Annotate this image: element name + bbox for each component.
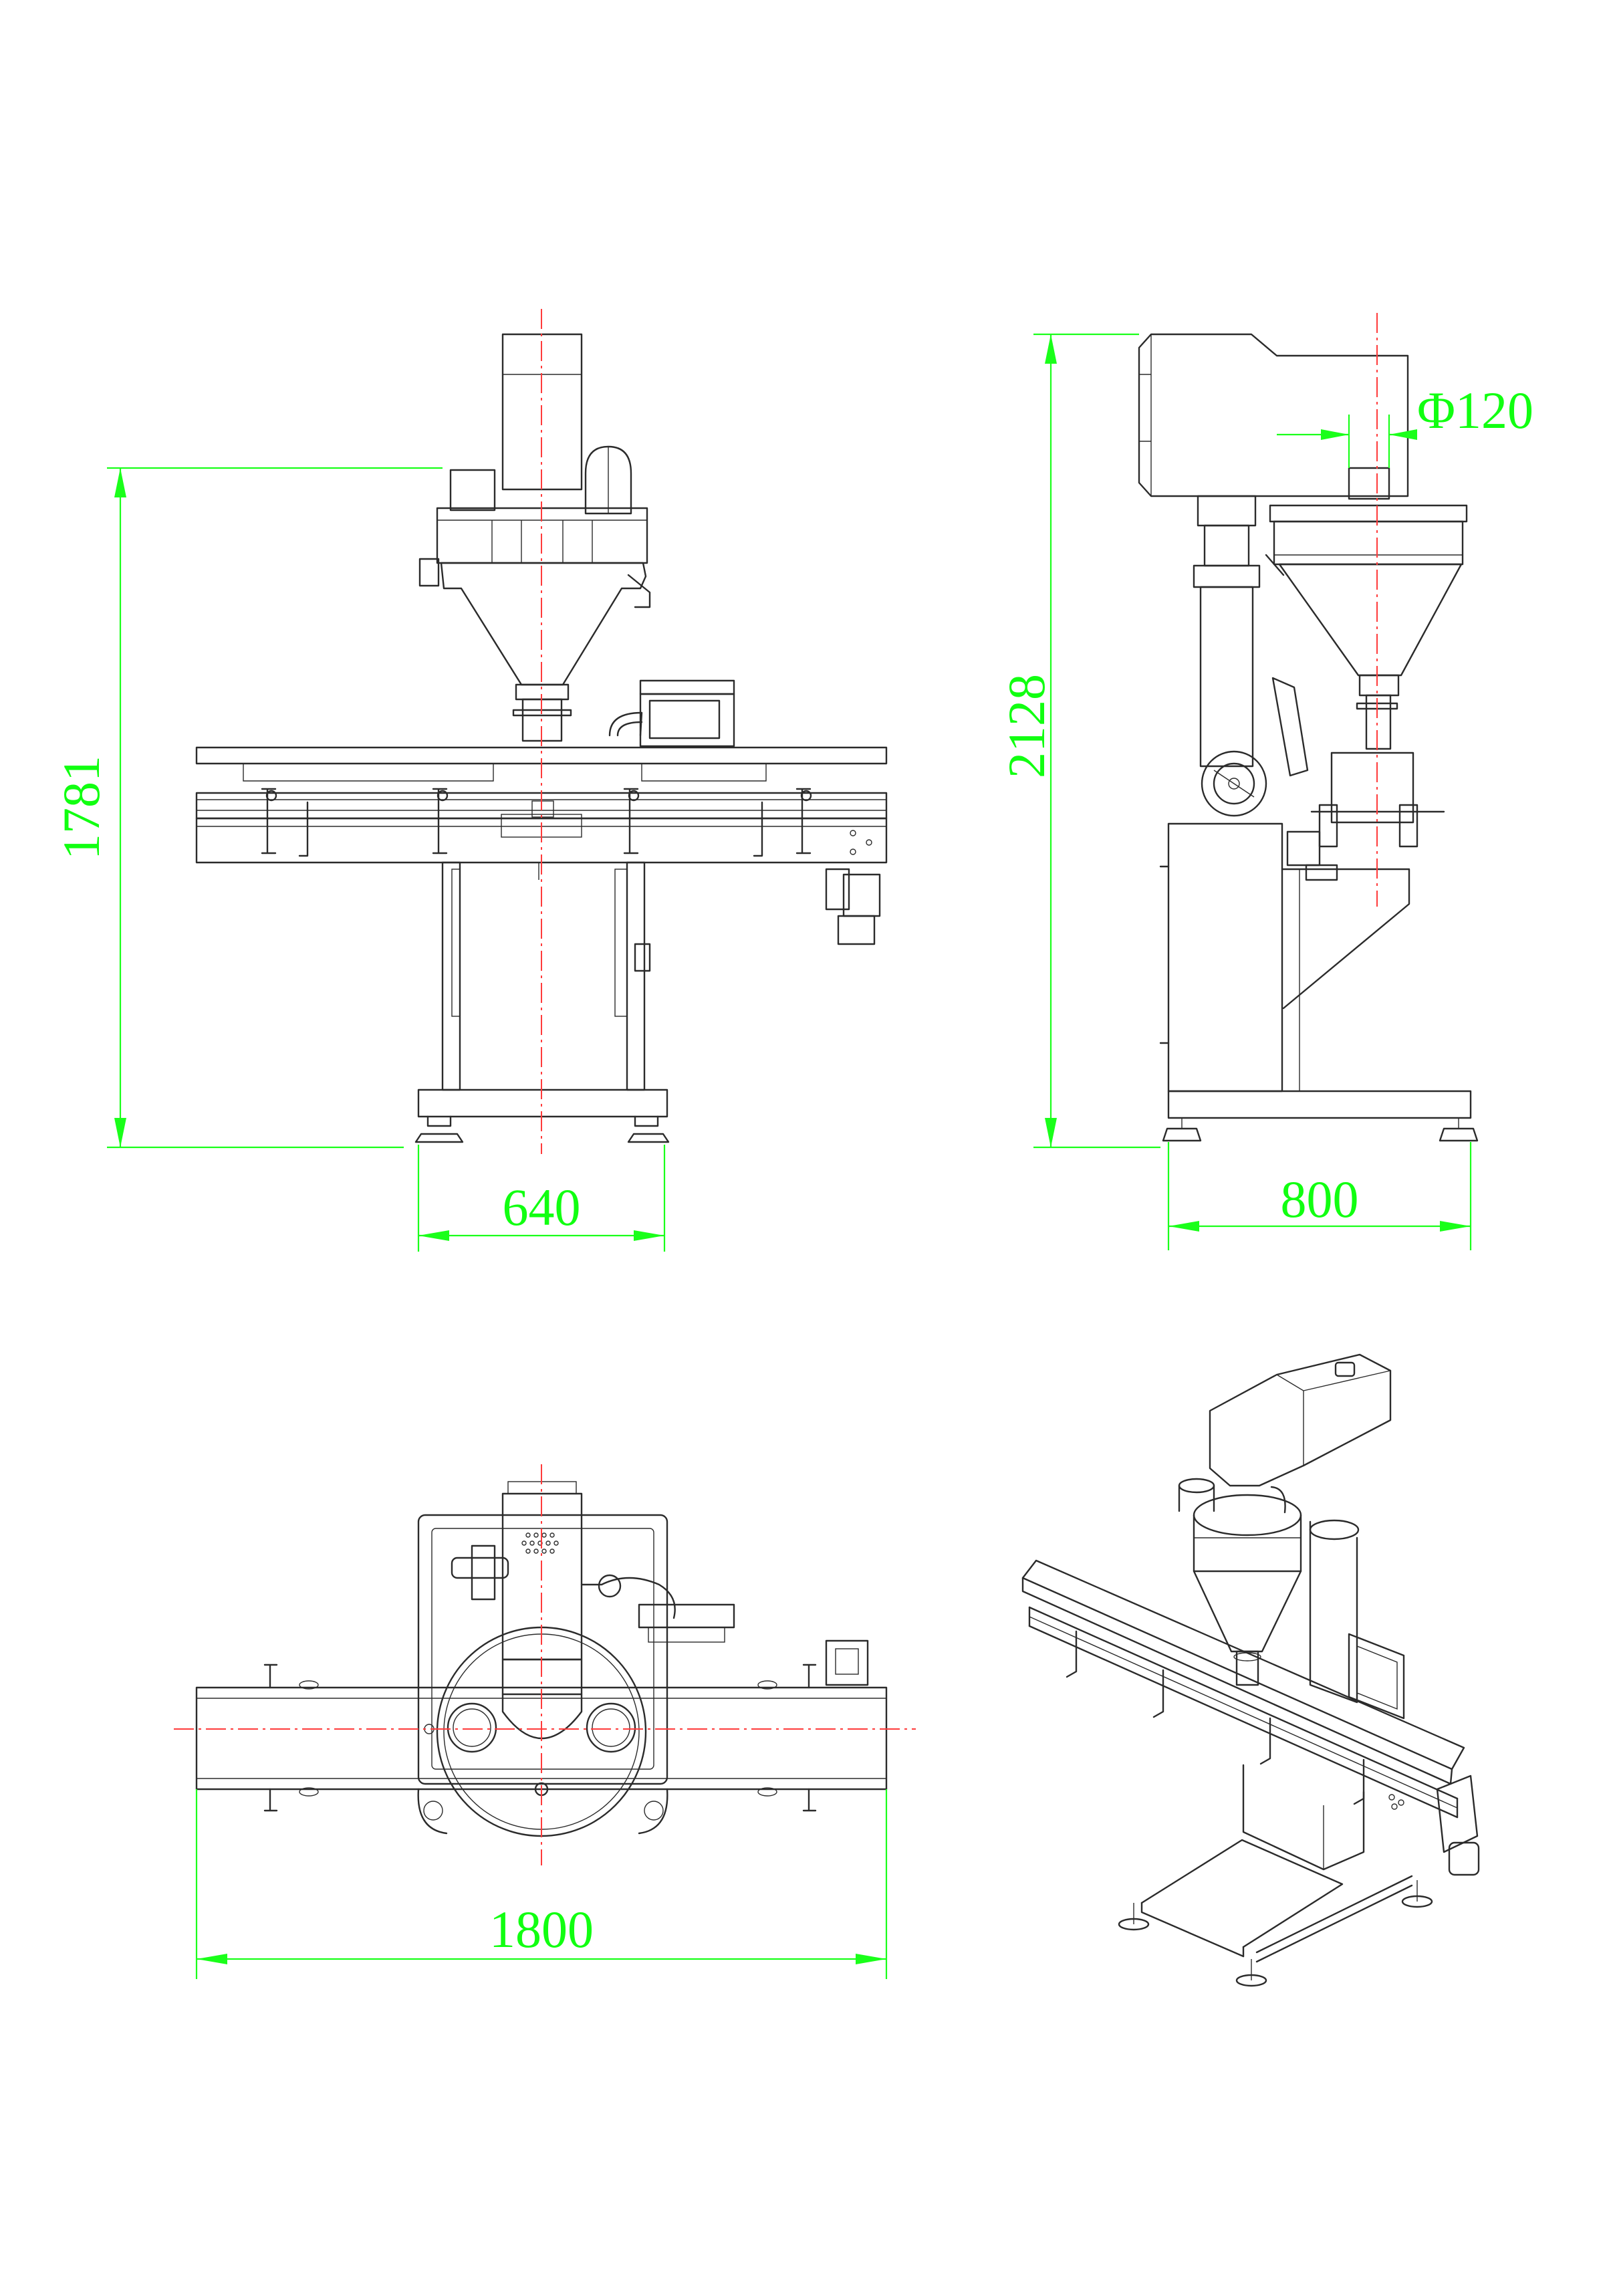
iso-feet [1118, 1880, 1433, 1987]
vent-grille [521, 1532, 559, 1554]
front-view [195, 309, 888, 1154]
width-dimension-label: 640 [503, 1178, 581, 1236]
side-width-dimension-label: 800 [1281, 1170, 1359, 1228]
front-clamps [261, 788, 812, 857]
top-view [174, 1464, 916, 1865]
side-height-dimension-label: 2128 [997, 674, 1056, 778]
iso-clamps [1066, 1630, 1404, 1810]
isometric-view [1021, 1353, 1480, 1987]
front-dimensions: 1781 640 [52, 467, 666, 1252]
side-dimensions: 2128 Φ120 800 [997, 333, 1533, 1250]
top-dimensions: 1800 [195, 1789, 888, 1979]
top-width-dimension-label: 1800 [489, 1900, 594, 1958]
diameter-dimension-label: Φ120 [1417, 381, 1533, 439]
height-dimension-label: 1781 [52, 756, 110, 860]
side-view [1138, 313, 1479, 1142]
